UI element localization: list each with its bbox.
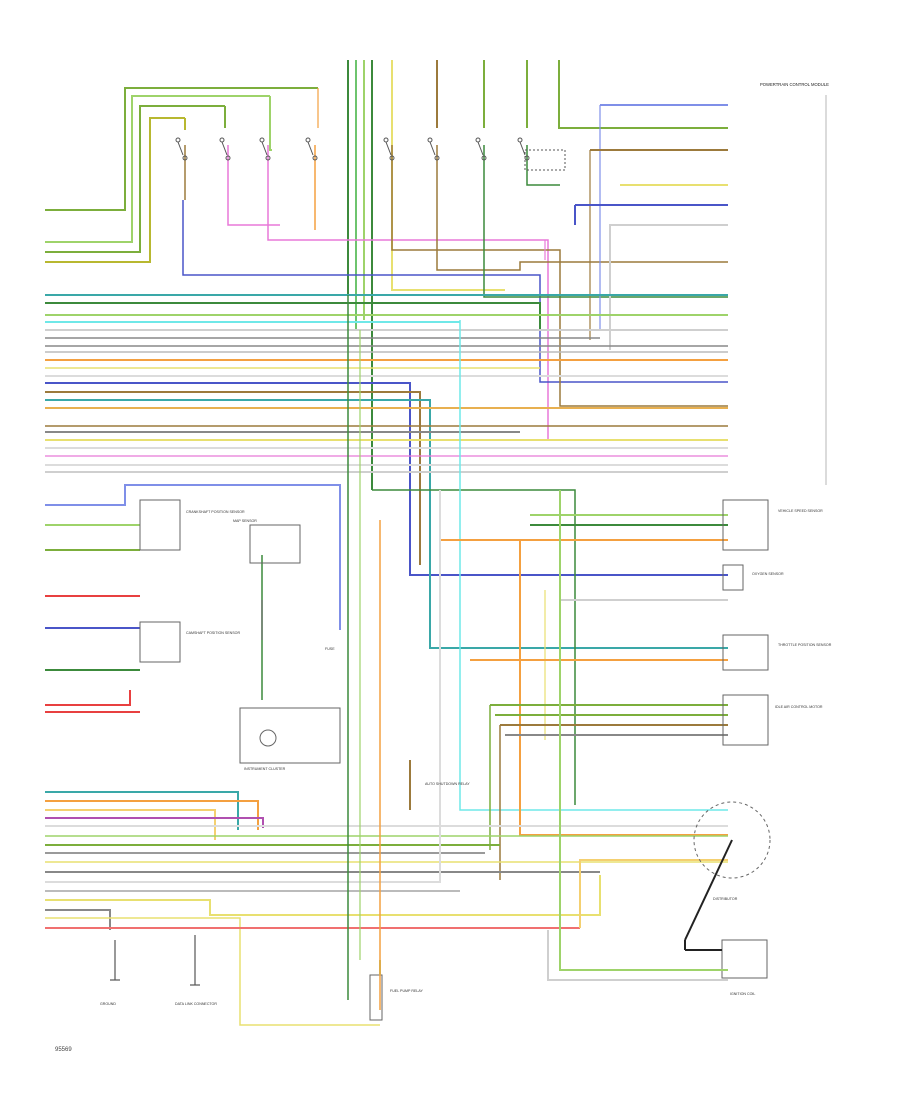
relay-bank [175,137,566,171]
bottom-wires [45,295,728,1026]
distributor-cap [693,801,771,879]
right-sensor-box-1 [722,499,769,551]
iac-label: IDLE AIR CONTROL MOTOR [775,705,823,709]
data-link-label: DATA LINK CONNECTOR [175,1002,217,1006]
grounds [110,935,200,986]
wire-ltgrn-1 [45,95,270,243]
ign-coil-box [721,939,768,979]
fuel-relay-label: FUEL PUMP RELAY [390,989,423,993]
pcm-label: POWERTRAIN CONTROL MODULE [760,82,829,87]
right-sensor-box-3 [722,634,769,671]
right-sensor-box-4 [722,694,769,746]
wire-dkgrn-2 [45,105,225,253]
tps-label: THROTTLE POSITION SENSOR [778,643,832,647]
cam-sensor-label: CAMSHAFT POSITION SENSOR [186,631,240,635]
top-wires [45,60,728,490]
relay-7 [475,137,487,161]
speed-label: VEHICLE SPEED SENSOR [778,509,823,513]
map-label: MAP SENSOR [233,519,257,523]
distributor-group [684,801,771,951]
cluster-box [239,707,341,764]
crank-sensor-box [139,499,181,551]
pcm-connector-right: POWERTRAIN CONTROL MODULE [760,82,829,485]
sensor-boxes [139,499,769,1021]
ign-coil-label: IGNITION COIL [730,992,755,996]
fuel-relay-box [369,974,383,1021]
relay-5 [383,137,395,161]
distributor-label: DISTRIBUTOR [713,897,738,901]
crank-sensor-label: CRANKSHAFT POSITION SENSOR [186,510,245,514]
fuse-label: FUSE [325,647,335,651]
diagram-id: 95569 [55,1047,72,1053]
relay-3 [259,137,271,161]
cam-sensor-box [139,621,181,663]
relay-4 [305,137,318,161]
relay-1 [175,137,188,161]
relay-2 [219,137,231,161]
relay-6 [427,137,440,161]
map-sensor-box [249,524,301,564]
cluster-gauge-icon [259,729,277,747]
asd-relay-label: AUTO SHUTDOWN RELAY [425,782,470,786]
cluster-label: INSTRUMENT CLUSTER [244,767,286,771]
labels: CRANKSHAFT POSITION SENSOR CAMSHAFT POSI… [100,509,832,1006]
wire-dkgrn-1 [45,87,318,211]
o2-label: OXYGEN SENSOR [752,572,784,576]
wire-blue-long [45,382,728,576]
left-sensors [45,484,341,713]
ground-label: GROUND [100,1002,116,1006]
right-sensor-box-2 [722,564,744,591]
wire-olive [45,117,185,263]
